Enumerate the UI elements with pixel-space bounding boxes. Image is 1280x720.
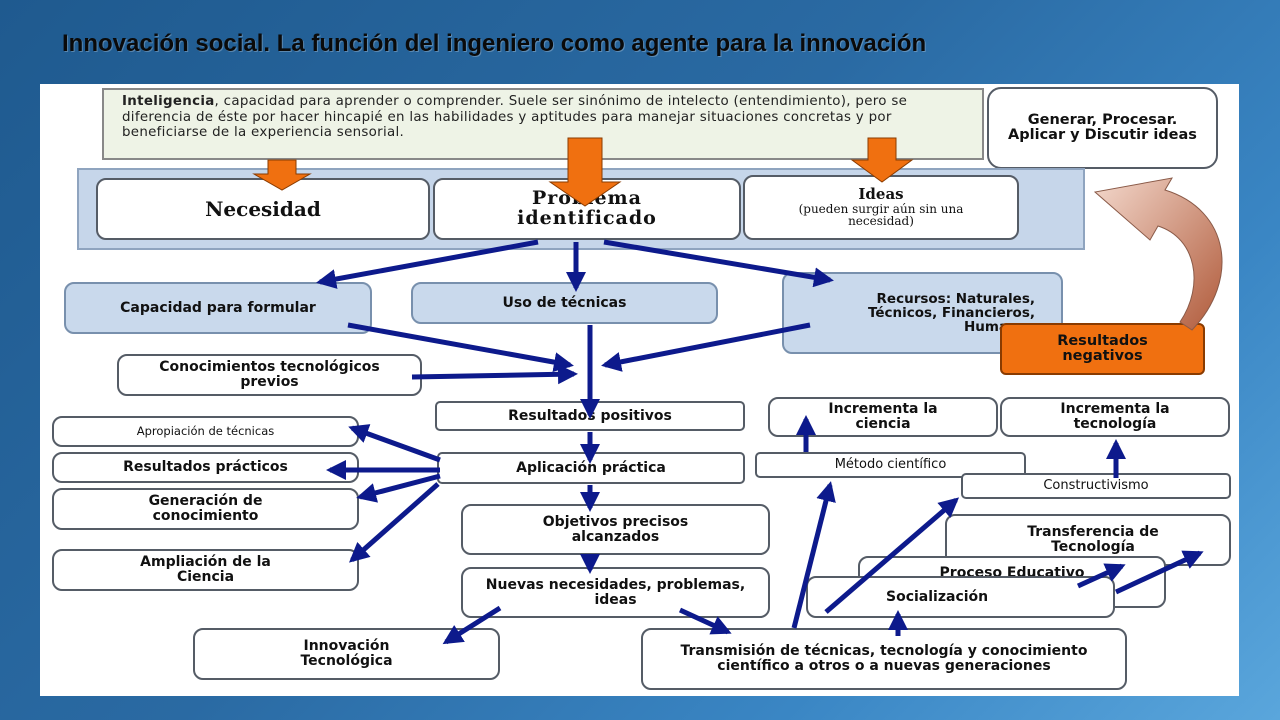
blue-arrows xyxy=(316,239,1204,645)
metodo-cientifico-box: Método científico xyxy=(755,452,1026,478)
nuevas-necesidades-box: Nuevas necesidades, problemas, ideas xyxy=(461,567,770,618)
problema-box: Problema identificado xyxy=(433,178,741,240)
resultados-practicos-box: Resultados prácticos xyxy=(52,452,359,483)
resultados-negativos-box: Resultados negativos xyxy=(1000,323,1205,375)
orange-arrows xyxy=(252,137,914,207)
capacidad-box: Capacidad para formular xyxy=(64,282,372,334)
objetivos-box: Objetivos precisos alcanzados xyxy=(461,504,770,555)
ampliacion-box: Ampliación de la Ciencia xyxy=(52,549,359,591)
apropiacion-box: Apropiación de técnicas xyxy=(52,416,359,447)
ideas-subtitle: (pueden surgir aún sin una necesidad) xyxy=(798,201,964,229)
incrementa-ciencia-box: Incrementa la ciencia xyxy=(768,397,998,437)
feedback-curve-arrow xyxy=(1093,177,1223,331)
slide-title: Innovación social. La función del ingeni… xyxy=(62,30,927,57)
intelligence-term: Inteligencia xyxy=(122,94,215,109)
socializacion-box: Socialización xyxy=(806,576,1115,618)
uso-tecnicas-box: Uso de técnicas xyxy=(411,282,718,324)
conocimientos-box: Conocimientos tecnológicos previos xyxy=(117,354,422,396)
ideas-title: Ideas xyxy=(858,185,904,204)
intelligence-definition: Inteligencia, capacidad para aprender o … xyxy=(102,88,984,160)
generar-box: Generar, Procesar. Aplicar y Discutir id… xyxy=(987,87,1218,169)
transmision-box: Transmisión de técnicas, tecnología y co… xyxy=(641,628,1127,690)
necesidad-box: Necesidad xyxy=(96,178,430,240)
constructivismo-box: Constructivismo xyxy=(961,473,1231,499)
intelligence-text: , capacidad para aprender o comprender. … xyxy=(122,94,908,141)
generacion-box: Generación de conocimiento xyxy=(52,488,359,530)
incrementa-tecnologia-box: Incrementa la tecnología xyxy=(1000,397,1230,437)
